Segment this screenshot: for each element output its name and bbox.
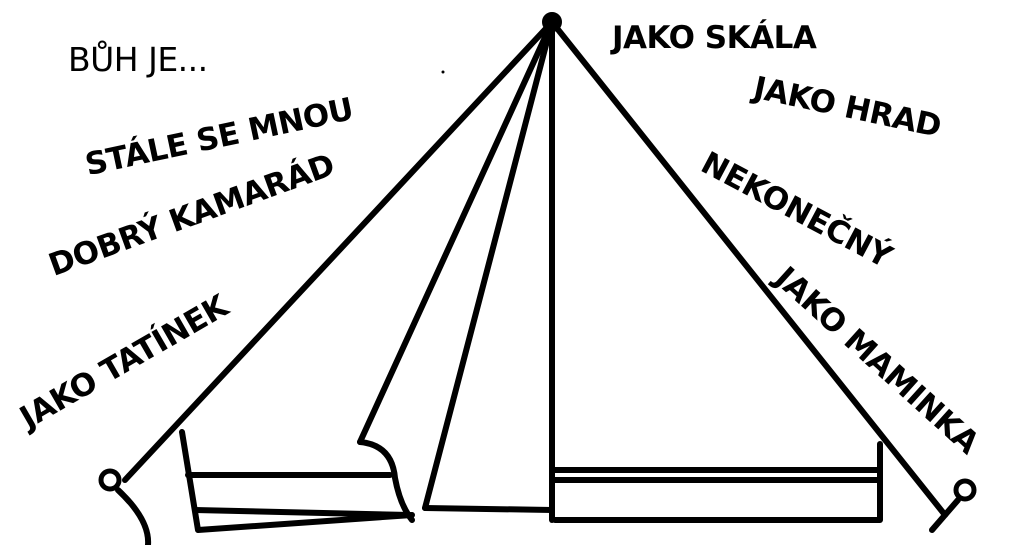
tent-left-side <box>125 22 552 480</box>
tent-door-flap <box>360 442 412 520</box>
tent-left-stripe-bottom <box>195 510 410 515</box>
tent-ground-center <box>425 508 552 510</box>
left-peg <box>101 471 119 489</box>
left-peg-rope <box>118 490 148 545</box>
tent-right-side <box>552 22 945 515</box>
diagram-title: BŮH JE... <box>68 40 208 79</box>
label-jako-skala: JAKO SKÁLA <box>612 20 816 56</box>
speck <box>442 71 445 74</box>
right-peg <box>956 481 974 499</box>
